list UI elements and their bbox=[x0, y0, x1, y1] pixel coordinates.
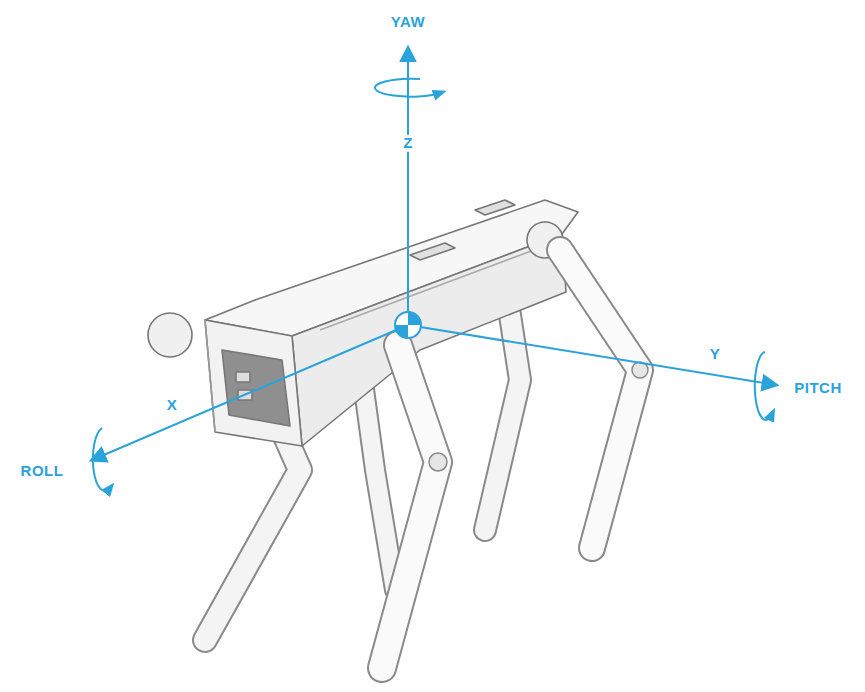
axes bbox=[92, 48, 776, 491]
axis-label: X bbox=[165, 397, 180, 414]
rotation-label: PITCH bbox=[792, 380, 844, 397]
rotation-label: ROLL bbox=[19, 463, 66, 480]
near-legs bbox=[382, 250, 648, 668]
origin-marker bbox=[395, 312, 421, 338]
axis-label: YAW bbox=[389, 14, 427, 31]
axis-label: Z bbox=[401, 135, 415, 152]
axis-label: Y bbox=[708, 346, 723, 363]
